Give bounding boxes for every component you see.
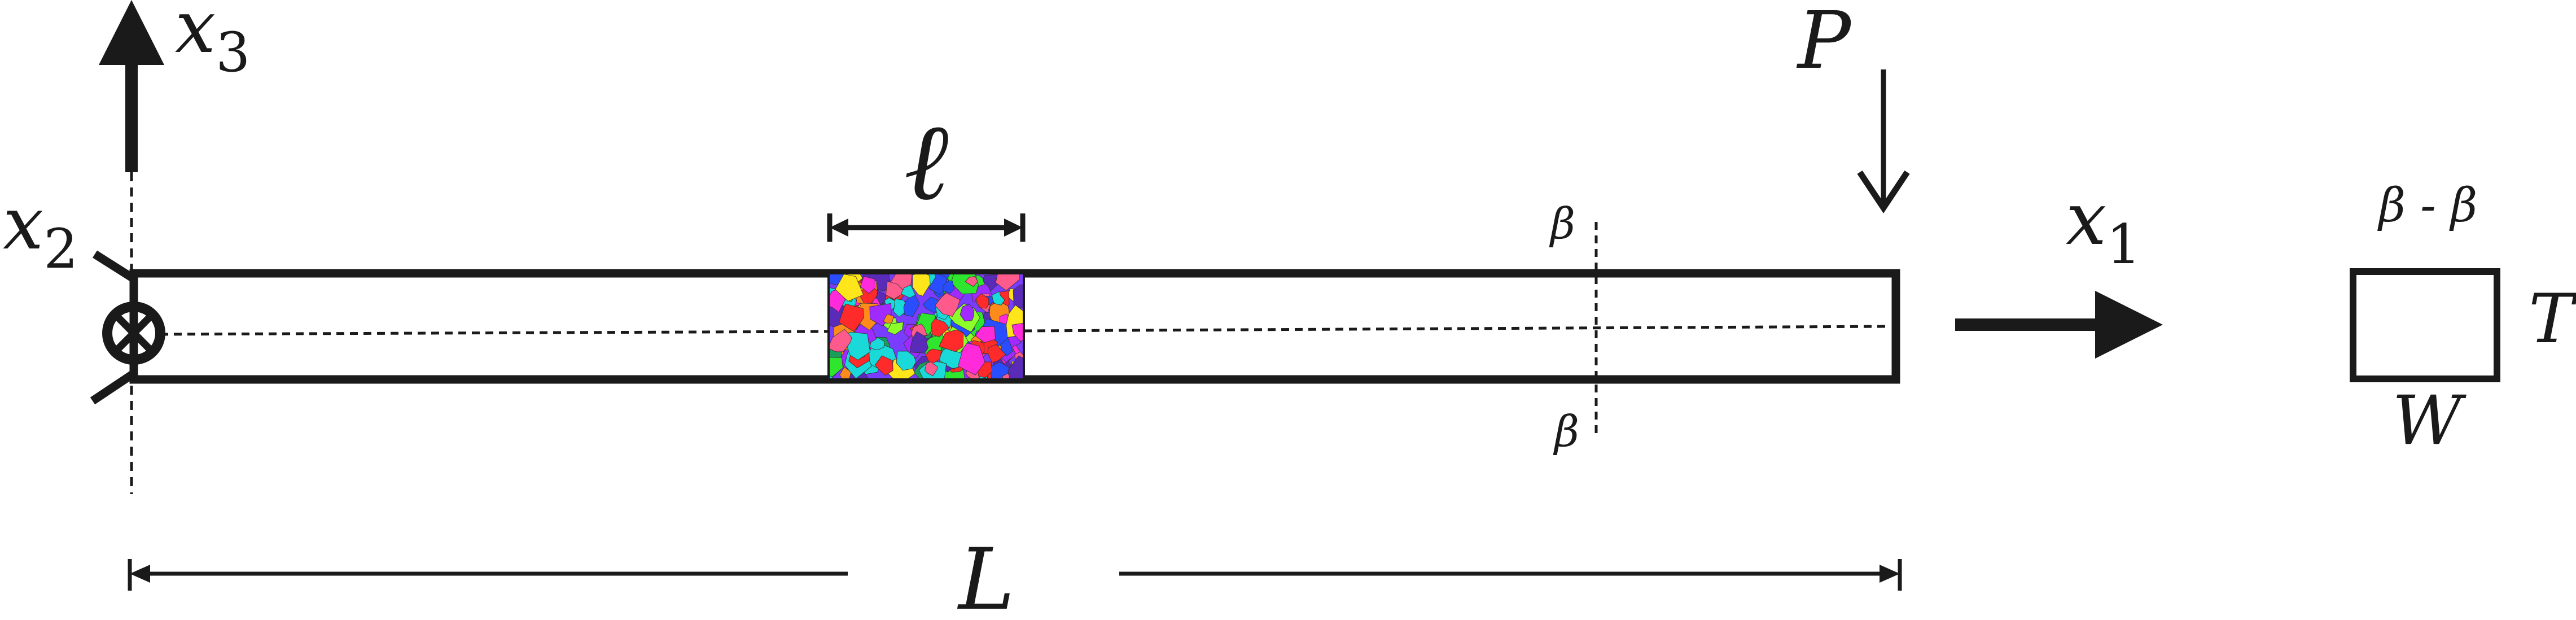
cross-section-rectangle	[2350, 268, 2500, 382]
grain-cell	[874, 355, 893, 376]
grain-cell	[883, 313, 894, 324]
grain-cell	[829, 329, 852, 352]
grain-cell	[965, 276, 978, 287]
x2-axis-label: x2	[3, 182, 78, 281]
cross-section-title: β - β	[2377, 179, 2478, 233]
grain-cell	[903, 293, 920, 317]
fixed-support-hatch	[90, 250, 136, 405]
grain-cell	[885, 281, 905, 300]
grain-microstructure	[829, 273, 1024, 379]
grain-region-outline	[827, 272, 1025, 381]
grain-cell	[925, 361, 938, 377]
grain-cell	[835, 273, 864, 302]
length-label: L	[957, 531, 1015, 620]
grain-cell	[1007, 355, 1024, 379]
grain-cell	[909, 331, 929, 353]
grain-cell	[975, 293, 989, 309]
grain-cell	[922, 296, 939, 313]
grain-cell	[886, 322, 904, 335]
grain-cell	[896, 351, 917, 371]
cross-section-width-label: W	[2392, 382, 2467, 460]
grain-cell	[912, 273, 931, 296]
x1-axis-arrow	[1955, 291, 2163, 359]
grain-cell	[987, 344, 1006, 364]
load-arrow	[1857, 69, 1910, 213]
x1-axis-label: x1	[2066, 177, 2141, 276]
grain-cell	[943, 280, 955, 294]
x3-axis-arrow	[99, 0, 164, 172]
grain-cell	[960, 304, 975, 322]
grain-cell	[992, 291, 1005, 305]
grain-cell	[839, 303, 864, 332]
grain-length-dimension	[827, 213, 1026, 242]
grain-cell	[975, 326, 996, 343]
section-label-bottom: β	[1553, 406, 1579, 456]
grain-cell	[1002, 373, 1010, 379]
grain-length-label: ℓ	[904, 99, 948, 224]
grain-cell	[939, 329, 964, 352]
length-dimension	[128, 559, 1902, 591]
grain-cell	[931, 318, 950, 337]
x3-axis-label: x3	[175, 0, 250, 84]
grain-cell	[1011, 322, 1024, 342]
section-label-top: β	[1549, 198, 1575, 248]
cross-section-thickness-label: T	[2529, 280, 2576, 359]
beam-neutral-axis-left	[160, 330, 829, 336]
grain-cell	[958, 342, 985, 376]
grain-cell	[900, 285, 916, 298]
grain-cell	[925, 348, 942, 364]
grain-cell	[860, 276, 876, 294]
load-label: P	[1796, 0, 1852, 87]
grain-cell	[935, 292, 961, 317]
grain-cell	[829, 357, 843, 377]
beam-neutral-axis-right	[1023, 325, 1890, 333]
